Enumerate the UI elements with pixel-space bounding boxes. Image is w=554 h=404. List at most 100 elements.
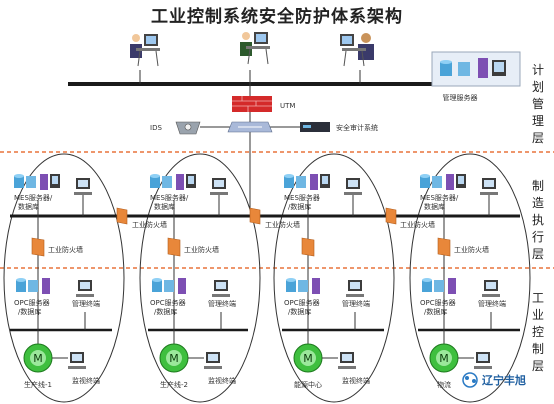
audit-system-icon (300, 122, 330, 132)
ids-label: IDS (150, 124, 162, 132)
monitor-terminal-icon (338, 352, 356, 369)
mes-label-line1: MES服务器 (284, 193, 320, 202)
utm-firewall-icon (232, 96, 272, 112)
mes-server-icon (150, 174, 196, 190)
zone-3-devices (284, 174, 364, 373)
zone-firewall-icon (167, 237, 181, 257)
mes-server-icon (14, 174, 60, 190)
opc-label-line2: /数据库 (288, 307, 311, 316)
inter-zone-firewall-3 (385, 207, 397, 225)
opc-server-icon (152, 278, 186, 294)
mes-server-icon (420, 174, 466, 190)
mgmt-terminal-label: 管理终端 (208, 299, 236, 308)
watermark-text: 辽宁丰旭 (482, 373, 526, 387)
mes-label-line1: MES服务器/ (14, 193, 53, 202)
zone-ellipse-2 (139, 153, 261, 403)
zone-1-devices (14, 174, 94, 373)
layer-label-char: 层 (532, 131, 544, 145)
monitor-terminal-label: 监视终端 (342, 376, 370, 385)
mes-terminal-icon (480, 178, 498, 195)
motor-icon (159, 343, 189, 373)
core-switch-icon (227, 121, 273, 133)
motor-letter: M (33, 352, 43, 365)
zone-4-devices (420, 174, 500, 373)
layer-label-char: 工 (532, 291, 544, 305)
layer-label-char: 理 (532, 114, 544, 128)
opc-server-icon (286, 278, 320, 294)
mes-label-line1: MES服务器/ (420, 193, 459, 202)
mes-label-line2: /数据库 (288, 202, 311, 211)
mes-server-icon (284, 174, 330, 190)
opc-label-line2: /数据库 (18, 307, 41, 316)
mgmt-terminal-label: 管理终端 (72, 299, 100, 308)
planning-user-3 (340, 33, 374, 67)
zone-firewall-icon (31, 237, 45, 257)
utm-label: UTM (280, 102, 295, 110)
mgmt-server-cluster (431, 51, 521, 87)
inter-zone-firewall-label: 工业防火墙 (265, 220, 300, 229)
audit-label: 安全审计系统 (336, 123, 378, 132)
layer-label-char: 层 (532, 247, 544, 261)
mgmt-terminal-label: 管理终端 (478, 299, 506, 308)
layer-label-char: 管 (532, 96, 544, 111)
zone-firewall-icon (437, 237, 451, 257)
layer-label-char: 控 (532, 325, 544, 339)
layer-label-char: 层 (532, 359, 544, 373)
motor-letter: M (303, 352, 313, 365)
ids-icon (175, 121, 201, 135)
opc-label-line1: OPC服务器 (150, 298, 186, 307)
production-label: 能源中心 (294, 380, 322, 389)
opc-server-icon (422, 278, 456, 294)
layer-label-char: 划 (532, 80, 544, 94)
inter-zone-firewall-label: 工业防火墙 (132, 220, 167, 229)
mgmt-terminal-icon (76, 280, 94, 297)
mgmt-server-label: 管理服务器 (443, 93, 478, 102)
inter-zone-firewall-2 (249, 207, 261, 225)
zone-ellipse-3 (273, 153, 395, 403)
monitor-terminal-icon (68, 352, 86, 369)
monitor-terminal-icon (204, 352, 222, 369)
mgmt-terminal-icon (212, 280, 230, 297)
layer-label-char: 制 (532, 342, 544, 356)
opc-label-line1: OPC服务器 (284, 298, 320, 307)
watermark-badge (462, 372, 478, 388)
mes-label-line2: 数据库 (18, 202, 39, 211)
mgmt-terminal-icon (482, 280, 500, 297)
opc-label-line1: OPC服务器 (420, 298, 456, 307)
motor-letter: M (439, 352, 449, 365)
zone-2-devices (150, 174, 230, 373)
monitor-terminal-label: 监视终端 (72, 376, 100, 385)
planning-user-2 (240, 32, 270, 65)
layer-label-char: 制 (532, 179, 544, 193)
mes-label-line2: 数据库 (154, 202, 175, 211)
layer-label-char: 业 (532, 308, 544, 322)
page-title: 工业控制系统安全防护体系架构 (151, 7, 403, 27)
mgmt-terminal-label: 管理终端 (342, 299, 370, 308)
layer-label-char: 计 (532, 63, 544, 77)
planning-user-1 (130, 34, 160, 67)
production-label: 生产线-2 (160, 380, 188, 389)
inter-zone-firewall-1 (116, 207, 128, 225)
zone-ellipse-1 (3, 153, 125, 403)
mgmt-terminal-icon (346, 280, 364, 297)
opc-label-line2: /数据库 (424, 307, 447, 316)
motor-icon (429, 343, 459, 373)
mes-label-line1: MES服务器/ (150, 193, 189, 202)
layer-label-char: 行 (532, 230, 544, 244)
mes-label-line2: 数据库 (424, 202, 445, 211)
mes-terminal-icon (344, 178, 362, 195)
zone-firewall-icon (301, 237, 315, 257)
inter-zone-firewall-label: 工业防火墙 (400, 220, 435, 229)
zone-firewall-label: 工业防火墙 (454, 245, 489, 254)
opc-label-line1: OPC服务器 (14, 298, 50, 307)
motor-letter: M (169, 352, 179, 365)
opc-label-line2: /数据库 (154, 307, 177, 316)
motor-icon (23, 343, 53, 373)
zone-ellipse-4 (409, 153, 531, 403)
production-label: 物流 (437, 380, 451, 389)
layer-label-char: 执 (532, 213, 544, 227)
